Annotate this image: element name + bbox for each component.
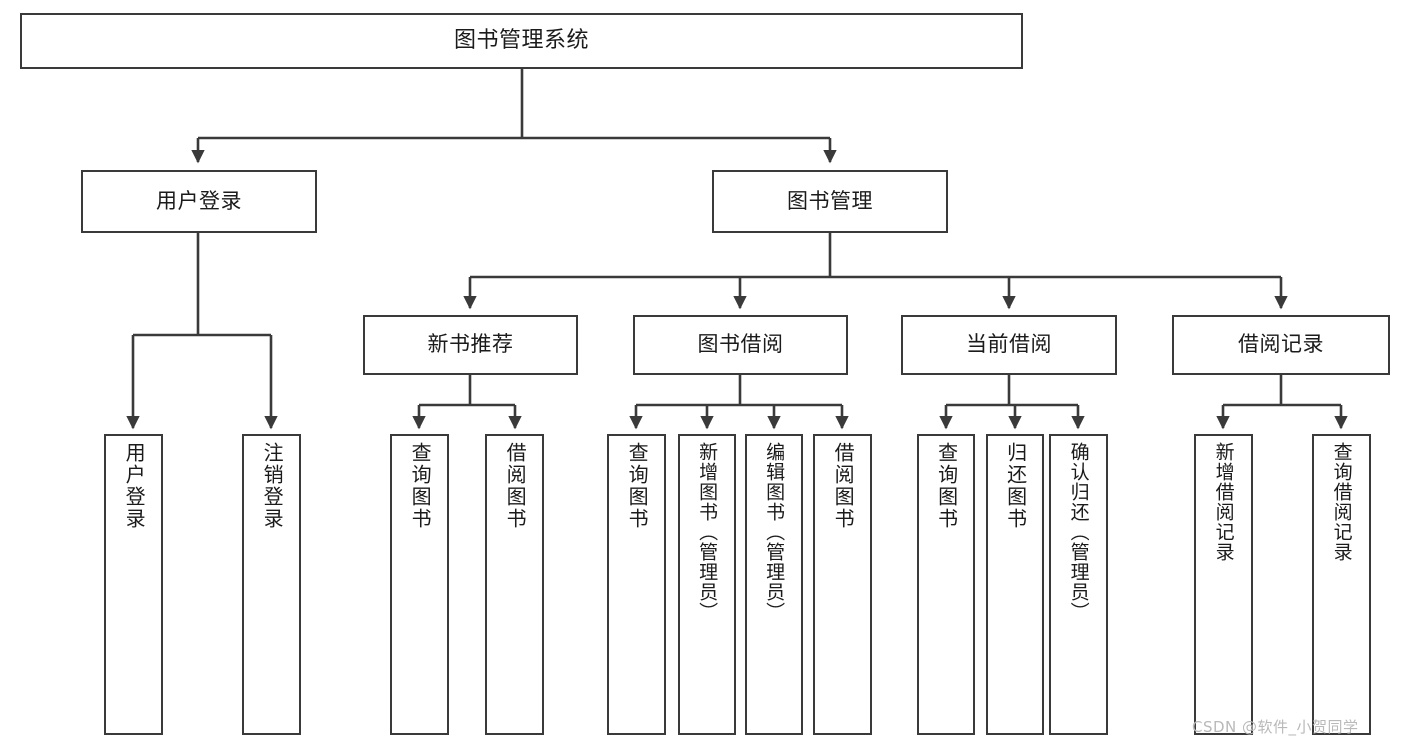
node-current-borrow[interactable]: 当前借阅: [901, 315, 1117, 375]
node-label: 编辑图书（管理员）: [763, 442, 786, 622]
csdn-watermark: CSDN @软件_小贺同学: [1192, 718, 1359, 736]
node-label: 图书管理: [787, 188, 873, 213]
leaf-borrow-borrow-book[interactable]: 借阅图书: [813, 434, 872, 735]
node-label: 用户登录: [156, 188, 242, 213]
node-book-management[interactable]: 图书管理: [712, 170, 948, 233]
node-book-borrow[interactable]: 图书借阅: [633, 315, 848, 375]
leaf-current-query-book[interactable]: 查询图书: [917, 434, 975, 735]
node-label: 确认归还（管理员）: [1067, 442, 1090, 622]
node-label: 当前借阅: [966, 332, 1052, 357]
node-label: 图书借阅: [697, 332, 784, 357]
node-label: 借阅图书: [503, 442, 528, 530]
node-label: 查询借阅记录: [1330, 442, 1353, 562]
leaf-borrow-query-book[interactable]: 查询图书: [607, 434, 666, 735]
node-label: 查询图书: [408, 442, 433, 530]
leaf-recommend-borrow-book[interactable]: 借阅图书: [485, 434, 544, 735]
node-borrow-record[interactable]: 借阅记录: [1172, 315, 1390, 375]
leaf-current-return-book[interactable]: 归还图书: [986, 434, 1044, 735]
node-label: 新书推荐: [427, 332, 514, 357]
node-user-login[interactable]: 用户登录: [81, 170, 317, 233]
node-label: 借阅记录: [1238, 332, 1324, 357]
leaf-record-add-borrow-record[interactable]: 新增借阅记录: [1194, 434, 1253, 735]
node-root-book-management-system[interactable]: 图书管理系统: [20, 13, 1023, 69]
leaf-current-confirm-return-admin[interactable]: 确认归还（管理员）: [1049, 434, 1108, 735]
node-label: 借阅图书: [831, 442, 856, 530]
leaf-recommend-query-book[interactable]: 查询图书: [390, 434, 449, 735]
leaf-borrow-edit-book-admin[interactable]: 编辑图书（管理员）: [745, 434, 803, 735]
node-label: 查询图书: [934, 442, 959, 530]
node-new-book-recommend[interactable]: 新书推荐: [363, 315, 578, 375]
node-label: 归还图书: [1003, 442, 1028, 530]
leaf-borrow-add-book-admin[interactable]: 新增图书（管理员）: [678, 434, 736, 735]
node-label: 注销登录: [260, 442, 285, 530]
leaf-record-query-borrow-record[interactable]: 查询借阅记录: [1312, 434, 1371, 735]
leaf-user-login[interactable]: 用户登录: [104, 434, 163, 735]
node-label: 用户登录: [122, 442, 147, 530]
node-label: 新增借阅记录: [1212, 442, 1235, 562]
leaf-user-logout[interactable]: 注销登录: [242, 434, 301, 735]
node-label: 图书管理系统: [453, 27, 589, 53]
node-label: 查询图书: [625, 442, 650, 530]
node-label: 新增图书（管理员）: [696, 442, 719, 622]
